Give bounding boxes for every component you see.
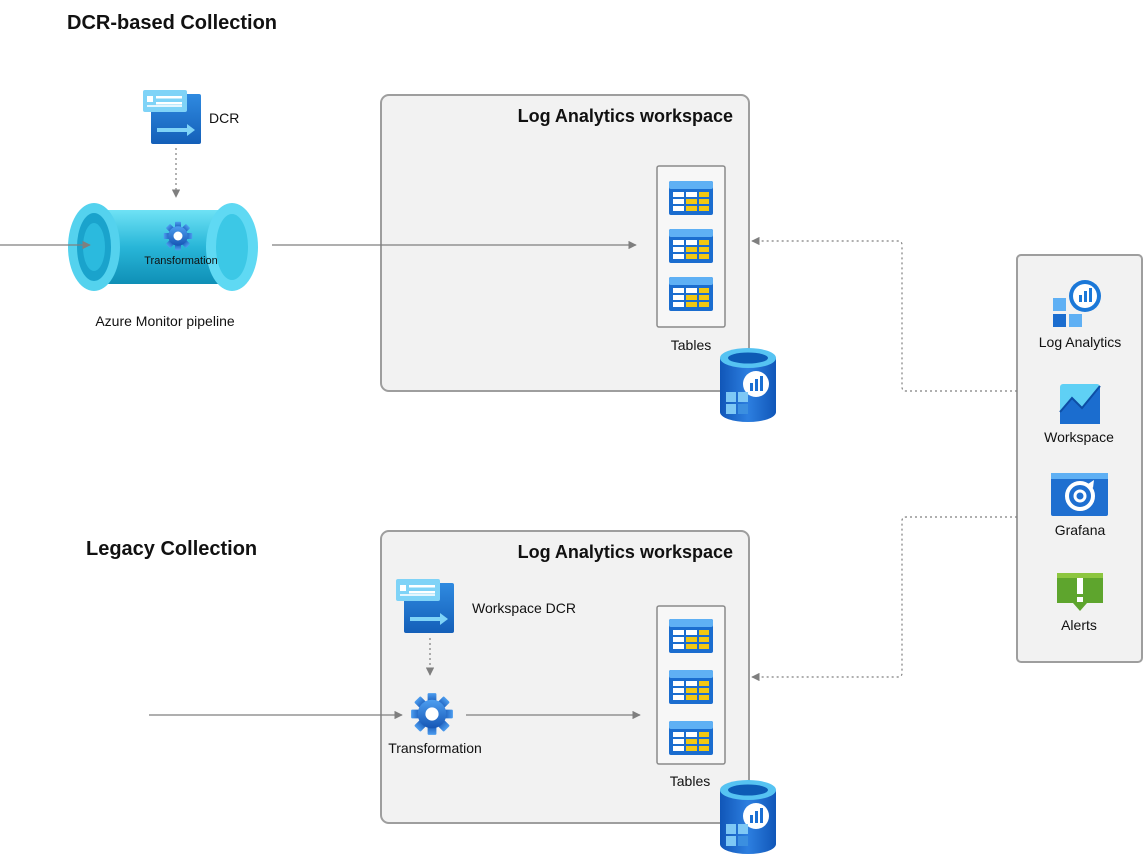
log-analytics-icon <box>1053 280 1101 327</box>
dcr-label: DCR <box>209 110 239 126</box>
table-icon <box>669 721 713 755</box>
bottom-tables-label: Tables <box>670 773 710 789</box>
alerts-icon <box>1057 573 1103 611</box>
dcr-section-title: DCR-based Collection <box>67 12 277 34</box>
pipeline-label: Azure Monitor pipeline <box>95 313 235 329</box>
log-analytics-database-icon <box>720 780 776 854</box>
consumers-to-bottom-workspace-connector <box>751 516 1017 682</box>
workbook-icon <box>1059 384 1101 424</box>
bottom-workspace-title: Log Analytics workspace <box>518 542 733 562</box>
azure-monitor-pipeline-icon <box>68 203 258 291</box>
transformation-label: Transformation <box>388 740 482 756</box>
table-icon <box>669 181 713 215</box>
consumer-label-alerts: Alerts <box>1061 617 1097 633</box>
table-icon <box>669 277 713 311</box>
pipeline-gear-icon <box>163 221 193 251</box>
transformation-gear-icon <box>411 693 453 735</box>
workspace-dcr-icon <box>396 579 454 633</box>
consumers-panel <box>1016 254 1143 663</box>
consumer-label-workspace: Workspace <box>1044 429 1114 445</box>
table-icon <box>669 619 713 653</box>
grafana-icon <box>1051 473 1108 516</box>
pipeline-transformation-label: Transformation <box>144 255 218 267</box>
table-icon <box>669 229 713 263</box>
legacy-section-title: Legacy Collection <box>86 538 257 560</box>
log-analytics-database-icon <box>720 348 776 422</box>
top-tables-label: Tables <box>671 337 711 353</box>
workspace-dcr-label: Workspace DCR <box>472 600 576 616</box>
consumers-to-top-workspace-connector <box>751 236 1017 392</box>
top-workspace-title: Log Analytics workspace <box>518 106 733 126</box>
consumer-label-log-analytics: Log Analytics <box>1039 334 1122 350</box>
dcr-icon <box>143 90 201 144</box>
consumer-label-grafana: Grafana <box>1055 522 1106 538</box>
table-icon <box>669 670 713 704</box>
